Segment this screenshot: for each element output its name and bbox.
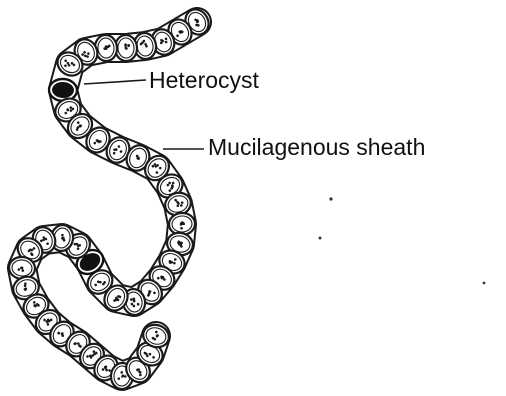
scan-speck [319,237,322,240]
sheath-label: Mucilagenous sheath [208,134,425,160]
heterocyst-leader-line [84,80,146,84]
scan-speck [483,282,486,285]
scan-speck [329,197,332,200]
heterocyst-label: Heterocyst [149,67,260,93]
filament-chain [8,5,213,389]
